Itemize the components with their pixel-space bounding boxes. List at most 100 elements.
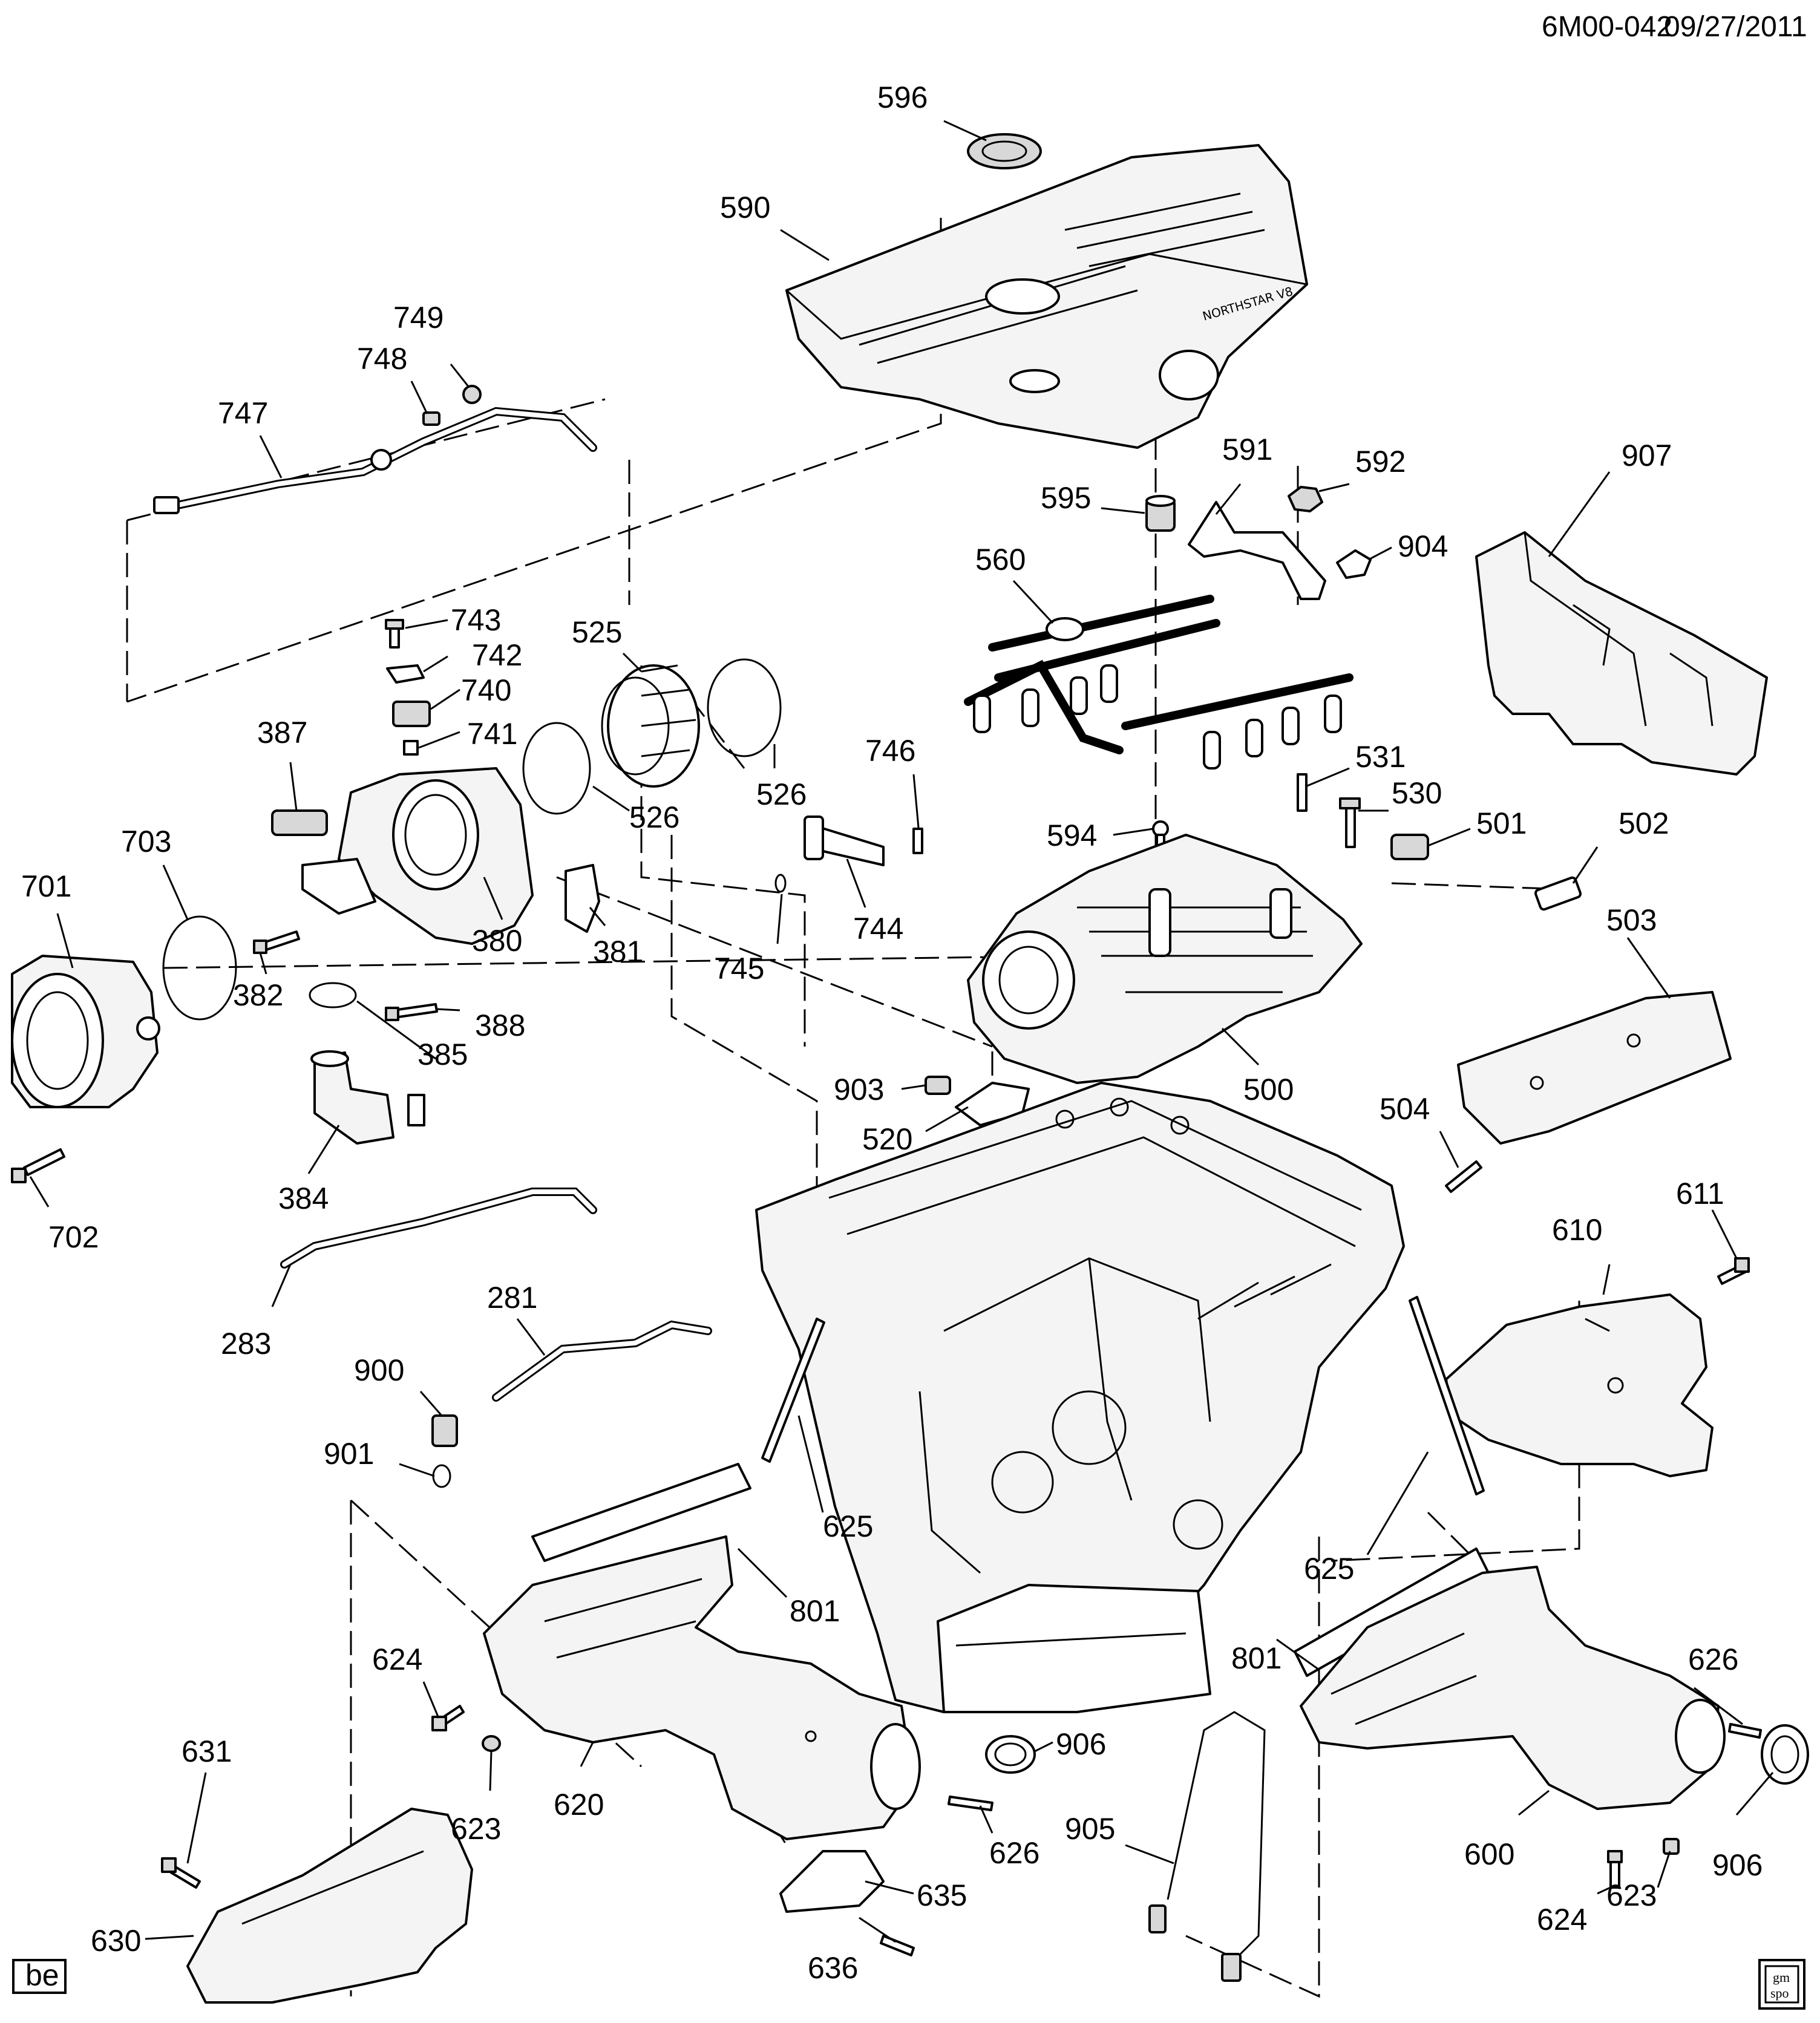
part-907-side-cover	[1475, 531, 1768, 776]
part-746-bolt	[912, 828, 923, 854]
callout-745: 745	[714, 952, 764, 985]
badge-gm-text: gm	[1773, 1970, 1790, 1985]
callout-530: 530	[1392, 776, 1442, 810]
part-283-hose	[280, 1188, 597, 1269]
callout-631: 631	[182, 1734, 232, 1768]
callout-744: 744	[853, 912, 903, 946]
callout-531: 531	[1355, 740, 1406, 774]
part-500-intake-manifold	[967, 834, 1363, 1084]
part-745-oring	[774, 874, 787, 893]
callout-801-right: 801	[1231, 1641, 1282, 1675]
part-388-bolt	[385, 1003, 438, 1021]
part-611-bolt	[1717, 1257, 1750, 1285]
part-801-gasket-left	[531, 1463, 751, 1562]
badge-be-text: be	[25, 1958, 59, 1992]
callout-387: 387	[257, 716, 307, 750]
part-626-stud-right	[1728, 1723, 1762, 1739]
callout-388: 388	[475, 1008, 525, 1042]
part-624-bolt-left	[431, 1705, 465, 1731]
part-590-engine-cover: NORTHSTAR V8	[785, 144, 1308, 449]
part-905-oxygen-sensor	[1148, 1711, 1266, 1982]
callout-592: 592	[1355, 445, 1406, 479]
callout-630: 630	[91, 1924, 141, 1958]
callout-380: 380	[472, 924, 522, 958]
badge-gm-spo: gm spo	[1758, 1959, 1805, 2010]
callout-624-right: 624	[1537, 1903, 1587, 1936]
callout-623-left: 623	[451, 1812, 501, 1846]
part-901-seal	[432, 1464, 451, 1488]
part-610-exhaust-heat-shield	[1445, 1293, 1714, 1477]
callout-611: 611	[1676, 1177, 1724, 1211]
callout-623-right: 623	[1606, 1878, 1657, 1912]
callout-904: 904	[1398, 529, 1448, 563]
part-742-bracket	[386, 664, 425, 684]
callout-746: 746	[865, 734, 915, 768]
part-531-stud	[1297, 773, 1308, 812]
part-381-gasket	[565, 864, 600, 933]
callout-701: 701	[21, 869, 71, 903]
part-636-bolt	[880, 1935, 915, 1956]
engine-block	[755, 1082, 1405, 1713]
callout-702: 702	[48, 1220, 99, 1254]
part-749-cap	[462, 385, 482, 404]
callout-503: 503	[1606, 903, 1657, 937]
part-635-bracket	[779, 1850, 885, 1913]
part-625-stud-right	[1409, 1296, 1485, 1495]
part-904-clip	[1336, 549, 1372, 579]
callout-520: 520	[862, 1122, 912, 1156]
part-525-air-coupler	[601, 664, 700, 788]
callout-625-left: 625	[823, 1509, 873, 1543]
part-591-bracket	[1188, 501, 1326, 600]
callout-504: 504	[1380, 1092, 1430, 1126]
callout-624-left: 624	[372, 1642, 422, 1676]
part-900-sensor	[431, 1414, 458, 1447]
callout-384: 384	[278, 1181, 329, 1215]
part-380-throttle-housing	[301, 767, 534, 945]
part-620-exhaust-manifold-left	[483, 1535, 921, 1840]
callout-526-upper: 526	[756, 777, 807, 811]
part-501-connector	[1390, 834, 1429, 860]
callout-labels: 596 590 749 748 747 591 592 595 907 560 …	[21, 80, 1763, 1985]
callout-901: 901	[324, 1437, 374, 1471]
callout-526-lower: 526	[629, 800, 679, 834]
diagram-number: 6M00-042	[1542, 11, 1672, 43]
part-624-bolt-right	[1607, 1850, 1623, 1889]
part-740-sensor	[392, 701, 431, 727]
callout-591: 591	[1222, 433, 1272, 466]
part-743-bolt	[385, 619, 404, 649]
callout-742: 742	[472, 638, 522, 672]
callout-600: 600	[1464, 1837, 1514, 1871]
part-502-sensor	[1534, 876, 1582, 911]
callout-906-right: 906	[1712, 1848, 1763, 1882]
callout-595: 595	[1041, 481, 1091, 515]
callout-748: 748	[357, 342, 407, 376]
callout-594: 594	[1047, 819, 1097, 852]
part-526-clamp-lower	[522, 722, 591, 815]
part-592-nut	[1288, 486, 1323, 512]
callout-283: 283	[221, 1327, 271, 1361]
part-744-pipe	[804, 815, 885, 866]
part-281-hose	[492, 1320, 712, 1402]
callout-626-right: 626	[1688, 1642, 1738, 1676]
badge-be: be	[12, 1958, 67, 1994]
part-623-nut-left	[482, 1735, 501, 1752]
part-748-clip	[422, 411, 440, 426]
part-702-bolt	[11, 1148, 65, 1183]
part-385-clamp	[309, 982, 425, 1126]
callout-385: 385	[417, 1038, 468, 1071]
part-503-fuel-injector-cover	[1457, 991, 1732, 1145]
callout-626-left: 626	[989, 1836, 1039, 1870]
part-631-bolt	[161, 1857, 201, 1889]
part-600-exhaust-manifold-right	[1300, 1566, 1726, 1810]
callout-381: 381	[593, 935, 643, 969]
part-504-bolt	[1445, 1160, 1482, 1193]
callout-747: 747	[218, 396, 268, 430]
part-560-fuel-rail	[964, 595, 1354, 770]
callout-625-right: 625	[1304, 1552, 1354, 1586]
part-623-nut-right	[1663, 1838, 1680, 1855]
part-906-gasket-left	[985, 1735, 1036, 1774]
callout-501: 501	[1476, 806, 1527, 840]
callout-801-left: 801	[790, 1594, 840, 1628]
part-626-stud-left	[948, 1796, 993, 1811]
